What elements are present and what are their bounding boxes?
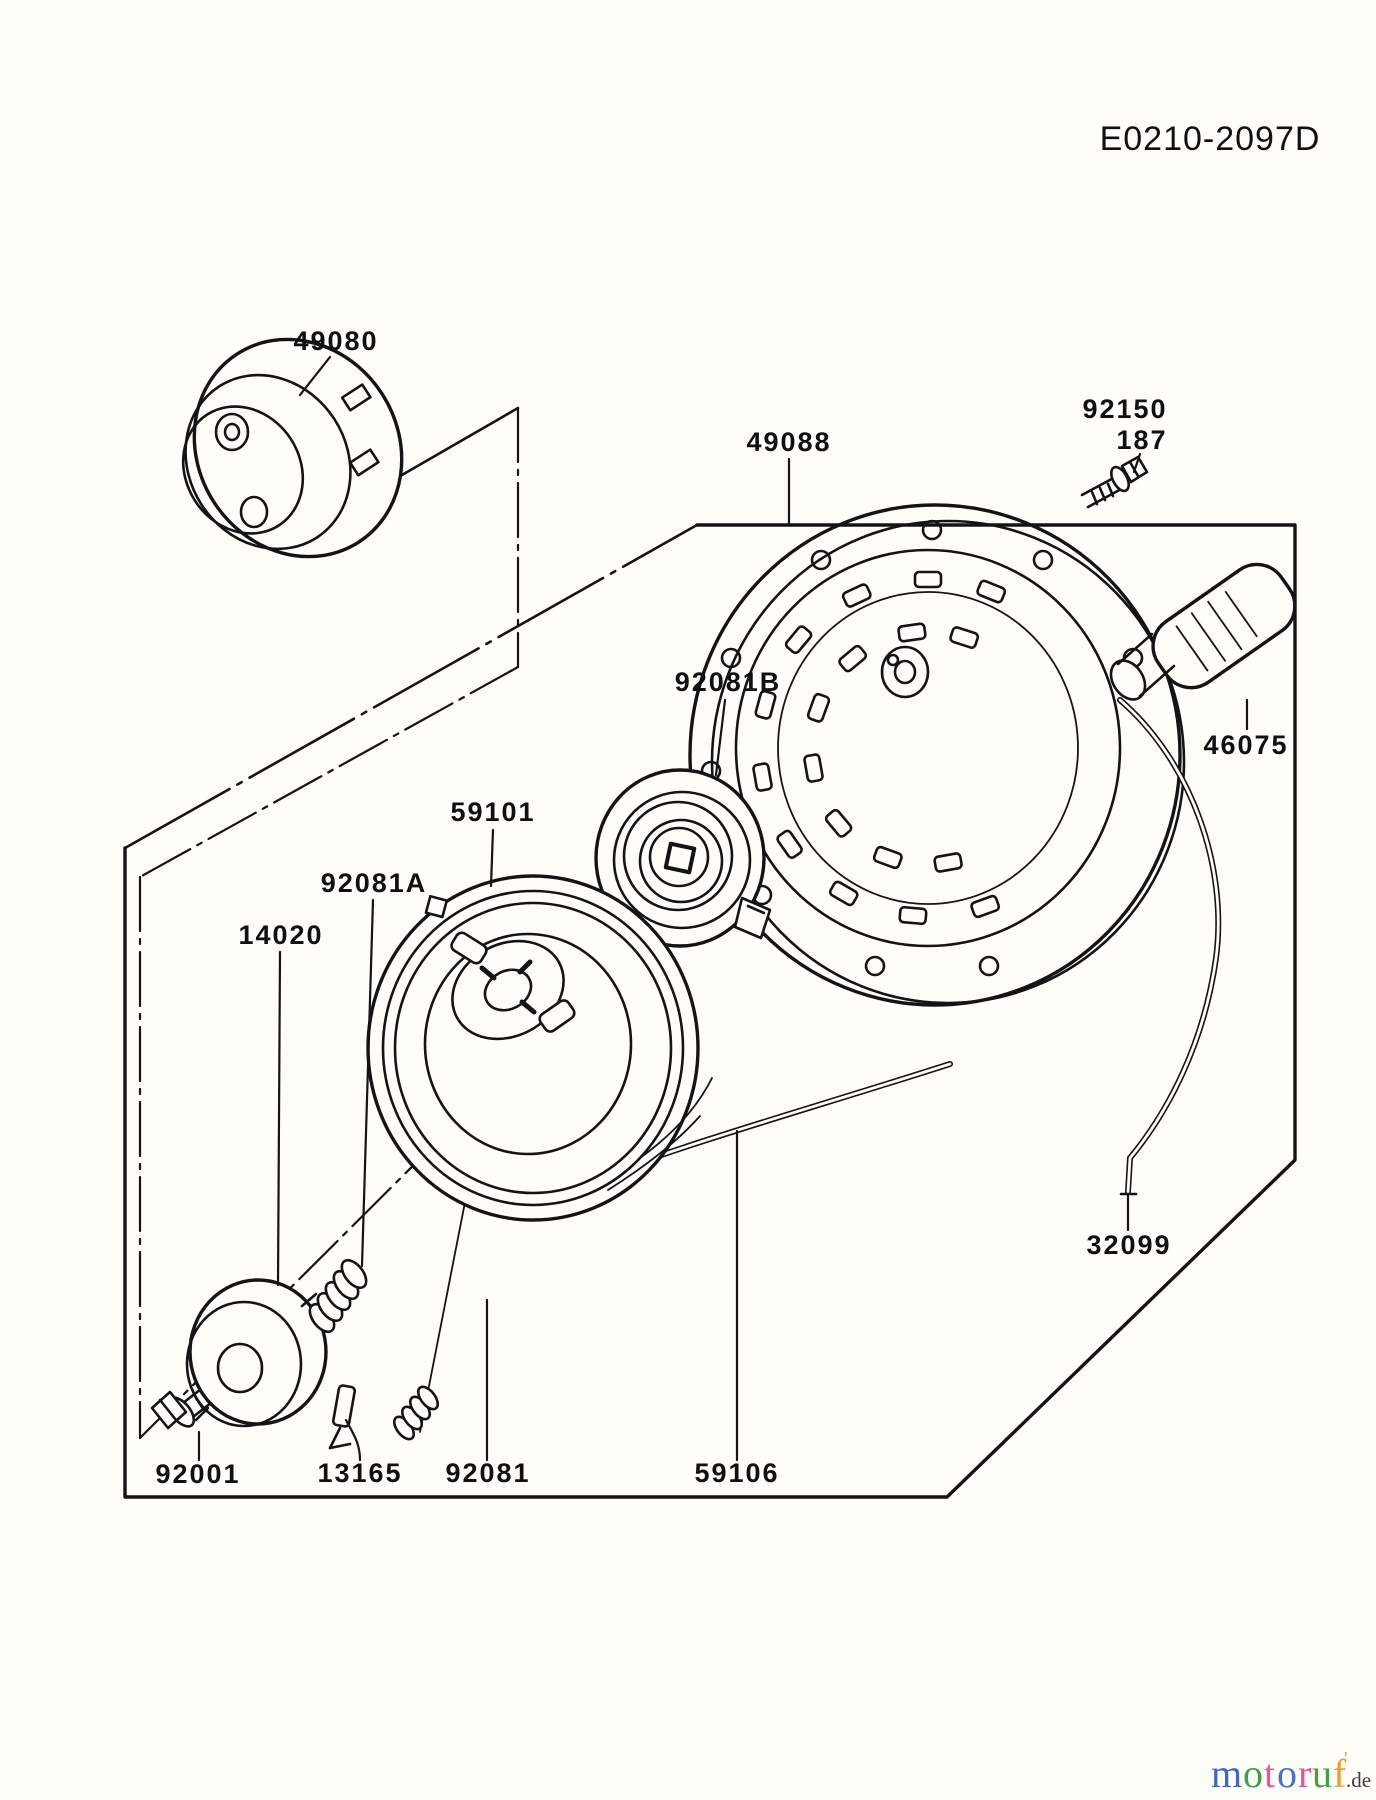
pulley-tab	[424, 894, 449, 919]
leader-92081B	[714, 698, 727, 777]
part-drawing-cup-14020	[185, 1278, 328, 1428]
watermark-letter-u: u	[1312, 1751, 1332, 1796]
watermark-letter-r: r	[1298, 1751, 1311, 1796]
border-dashdot-edge	[123, 523, 699, 850]
watermark-letter-o2: o	[1277, 1751, 1297, 1796]
leader-49080	[298, 355, 332, 397]
pulley-pawl-mechanism	[450, 931, 576, 1041]
part-label-187: 187	[1116, 425, 1167, 455]
grip-body	[1151, 562, 1297, 690]
border-solid	[123, 523, 1297, 1499]
diagram-border	[123, 523, 1297, 1499]
watermark-letter-t: t	[1264, 1751, 1275, 1796]
watermark-suffix: .de	[1346, 1768, 1371, 1792]
part-drawing-starter-grip	[1109, 562, 1297, 701]
leader-13165	[344, 1418, 362, 1462]
part-label-92081A: 92081A	[321, 868, 428, 898]
housing-vent-slots	[752, 570, 1007, 926]
watermark-letter-f: f	[1333, 1751, 1347, 1796]
part-drawing-pulley	[366, 874, 713, 1222]
part-label-92150: 92150	[1082, 394, 1167, 424]
part-drawing-spring-92081A	[308, 1258, 368, 1334]
leader-92081A	[360, 898, 375, 1268]
part-label-49080: 49080	[293, 326, 378, 356]
ref-line-49080-solid	[393, 406, 520, 481]
part-drawing-spring-92081	[392, 1385, 440, 1441]
leader-187	[1132, 452, 1142, 474]
leader-lines	[197, 355, 1249, 1462]
part-label-49088: 49088	[746, 427, 831, 457]
watermark-letter-m: m	[1211, 1751, 1242, 1796]
part-label-59106: 59106	[694, 1458, 779, 1488]
housing-face-ring	[734, 548, 1122, 948]
spring-keeper-clip	[733, 896, 772, 940]
part-drawing-bolt-92150	[1080, 455, 1149, 509]
part-label-59101: 59101	[450, 797, 535, 827]
ref-line-49080-diagonal	[138, 665, 520, 879]
housing-outer-flange	[688, 503, 1182, 1007]
spring-center-hook	[663, 841, 697, 875]
watermark-letter-o1: o	[1243, 1751, 1263, 1796]
part-drawing-recoil-spring	[594, 768, 772, 948]
part-label-46075: 46075	[1203, 730, 1288, 760]
part-label-92081: 92081	[445, 1458, 530, 1488]
grip-ridges	[1175, 591, 1258, 672]
leader-59101	[489, 828, 495, 888]
part-drawing-starter-cup	[181, 337, 404, 559]
part-label-13165: 13165	[317, 1458, 402, 1488]
part-label-92081B: 92081B	[675, 667, 782, 697]
diagram-code: E0210-2097D	[1100, 120, 1321, 158]
cup-notch-2	[348, 448, 380, 477]
part-drawing-clip-13165	[328, 1384, 357, 1450]
part-labels: 49080 49088 92150 187 46075 92081B 59101…	[155, 326, 1288, 1489]
part-drawing-recoil-housing	[688, 503, 1186, 1007]
housing-inner-ring	[777, 591, 1079, 905]
part-label-92001: 92001	[155, 1459, 240, 1489]
housing-center-hub	[880, 645, 930, 699]
leader-14020	[276, 950, 282, 1287]
watermark-tick: '	[1344, 1748, 1348, 1770]
part-label-32099: 32099	[1086, 1230, 1171, 1260]
motoruf-watermark: m o t o r u f ' .de	[1211, 1748, 1371, 1796]
part-label-14020: 14020	[238, 920, 323, 950]
grip-neck	[1109, 659, 1147, 701]
cup-notch-1	[340, 383, 372, 412]
